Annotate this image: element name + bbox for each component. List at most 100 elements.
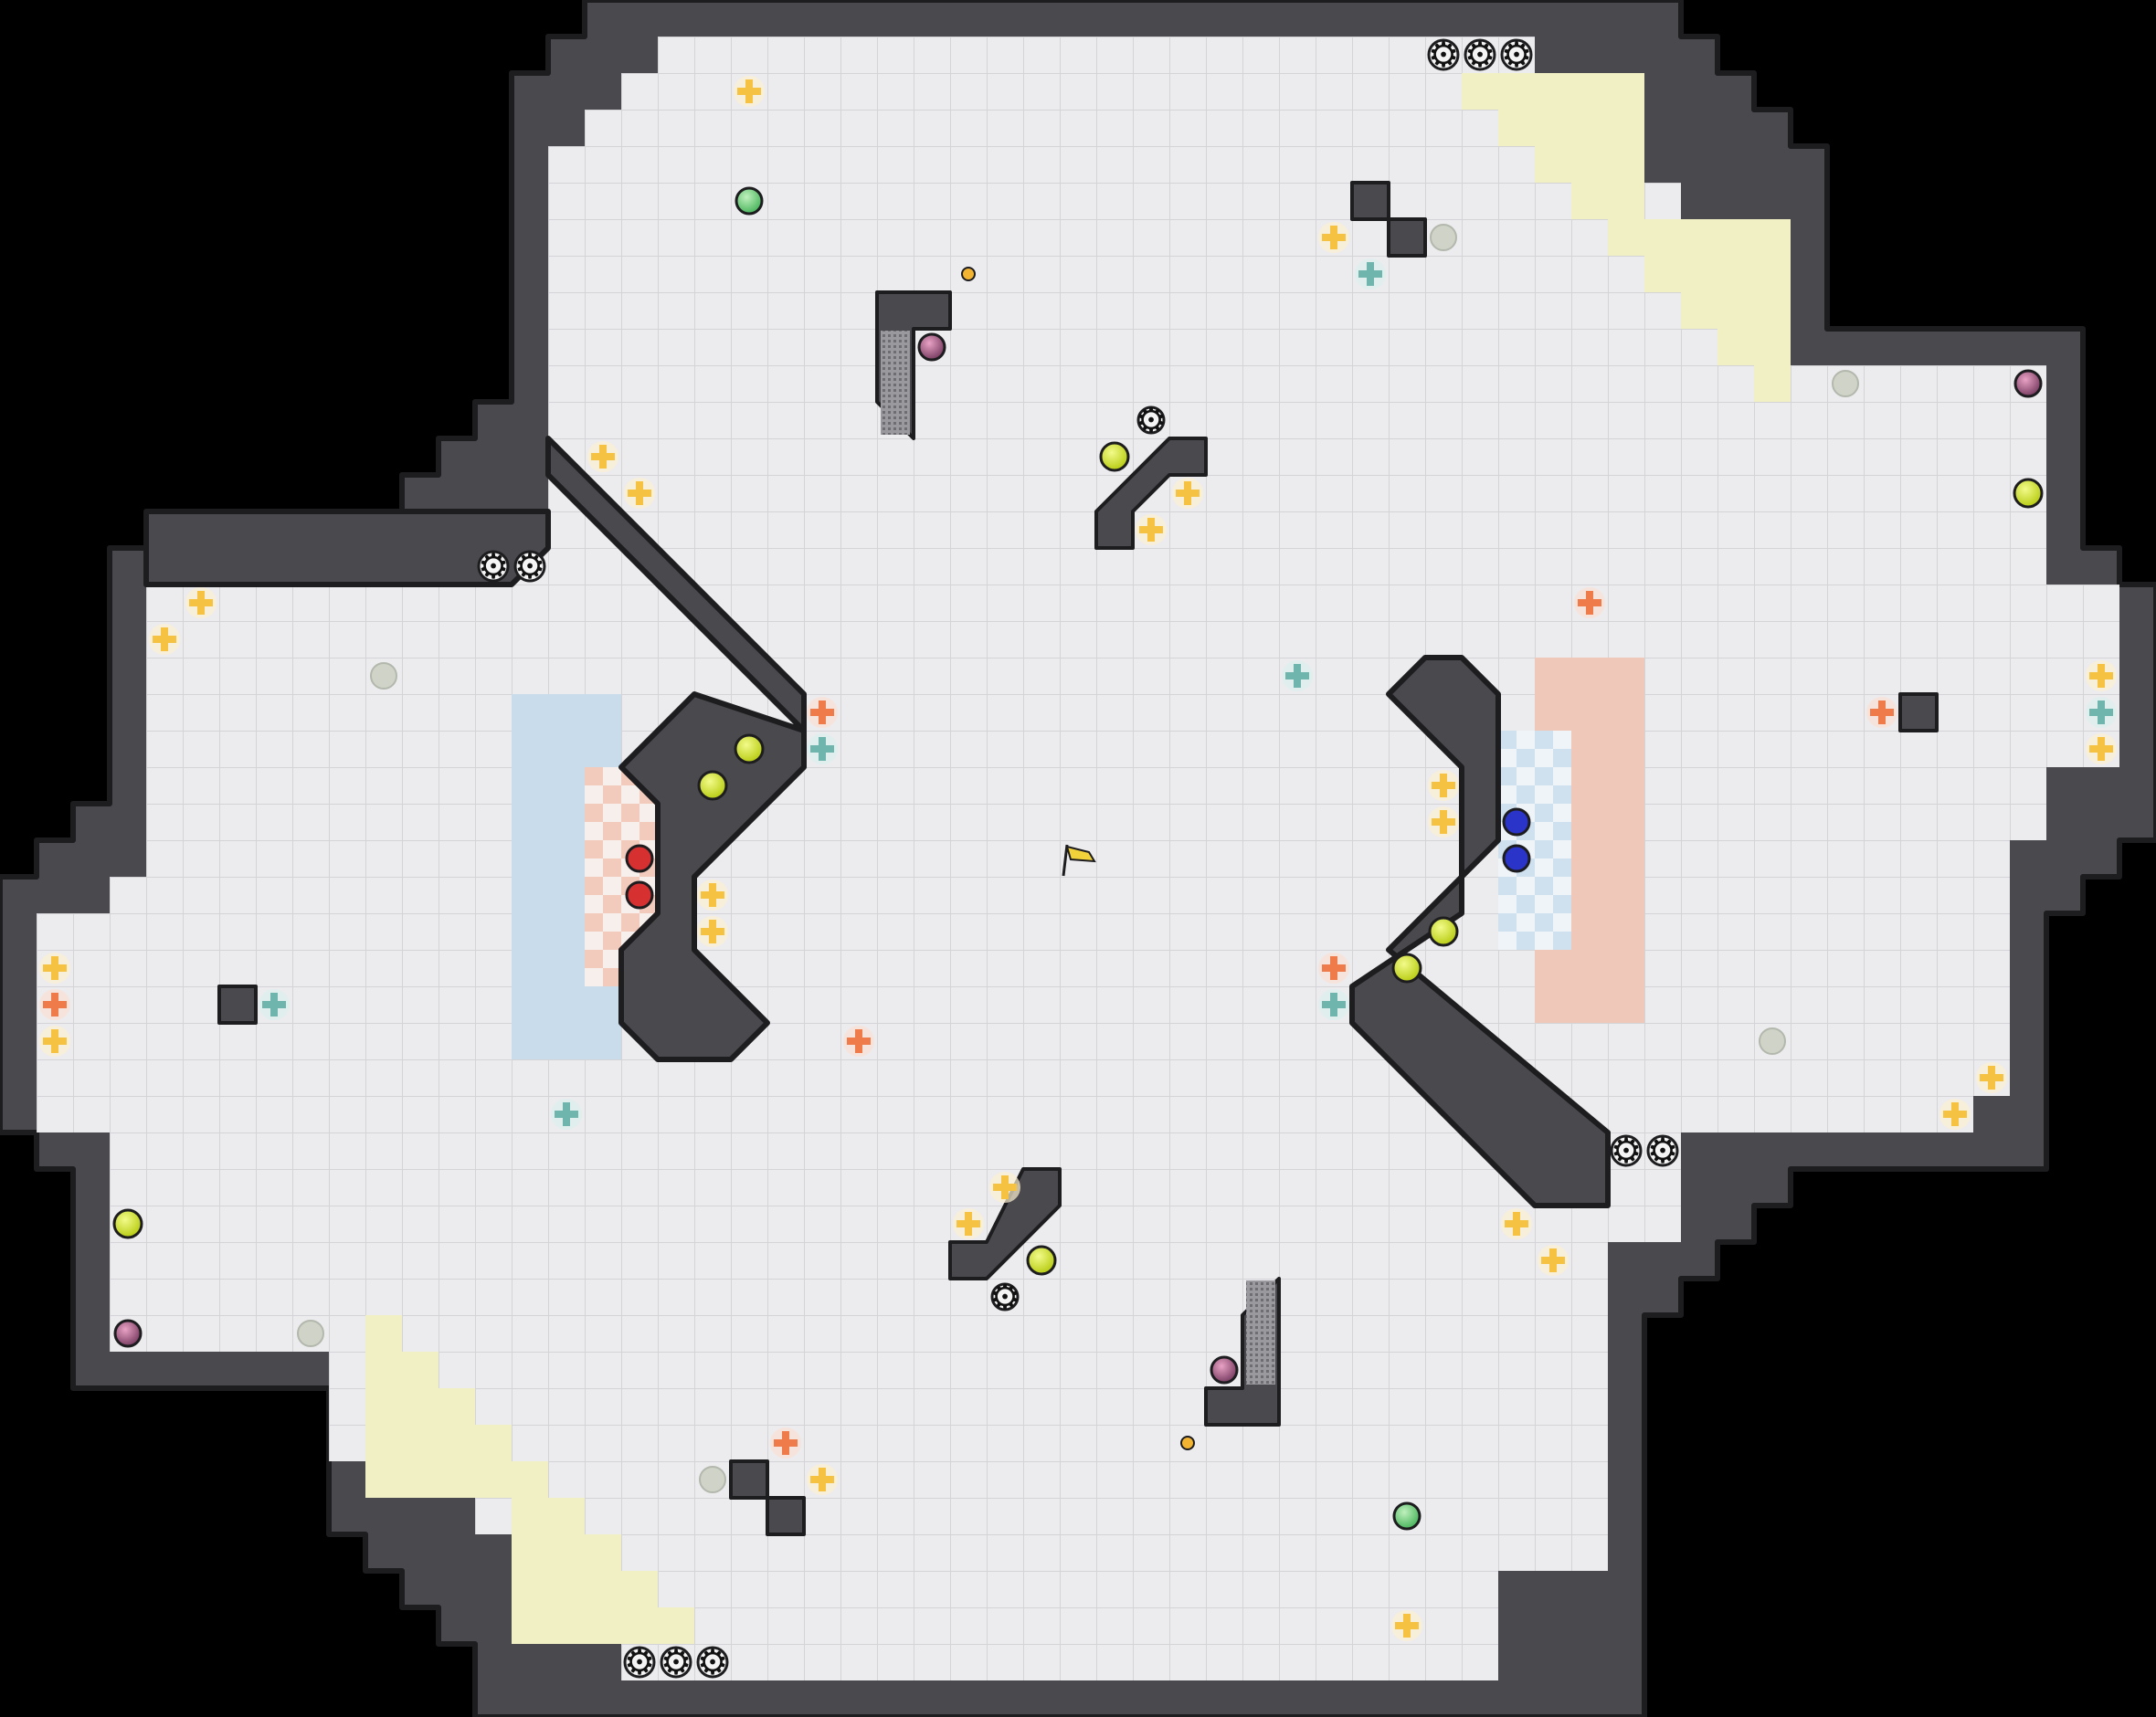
plus-icon xyxy=(2086,660,2117,691)
team-token-icon xyxy=(625,880,654,910)
gear-icon: ⚙ xyxy=(1500,35,1533,75)
plus-icon xyxy=(770,1427,801,1459)
blocks xyxy=(217,181,1939,1536)
gear-icon: ⚙ xyxy=(1646,1131,1679,1171)
plus-icon xyxy=(39,1026,70,1057)
coin-icon xyxy=(961,267,976,281)
gear-icon: ⚙ xyxy=(1427,35,1460,75)
orb-icon xyxy=(1832,370,1859,397)
svg-text:⚙: ⚙ xyxy=(478,546,509,586)
svg-text:⚙: ⚙ xyxy=(1428,35,1459,75)
orb-icon xyxy=(1026,1245,1057,1276)
plus-icon xyxy=(185,587,217,618)
orb-icon xyxy=(697,770,728,801)
gear-icon: ⚙ xyxy=(477,546,510,586)
orb-icon xyxy=(1099,441,1130,472)
plus-icon xyxy=(807,733,838,764)
plus-icon xyxy=(1318,989,1349,1020)
plus-icon xyxy=(1501,1208,1532,1239)
plus-icon xyxy=(697,916,728,947)
plus-icon xyxy=(2086,697,2117,728)
plus-icon xyxy=(807,1464,838,1495)
spawn-gears: ⚙ ⚙ ⚙ ⚙ ⚙ ⚙ ⚙ ⚙ ⚙ ⚙ ⚙ ⚙ xyxy=(477,35,1679,1682)
plus-icon xyxy=(1282,660,1313,691)
orb-icon xyxy=(1392,1501,1421,1531)
orb-icon xyxy=(734,733,765,764)
gear-icon: ⚙ xyxy=(1610,1131,1643,1171)
zones xyxy=(365,73,1791,1644)
svg-text:⚙: ⚙ xyxy=(989,1277,1020,1317)
orb-icon xyxy=(699,1466,726,1493)
sand-zone-top-right xyxy=(1462,73,1791,402)
gear-icon: ⚙ xyxy=(623,1642,656,1682)
blue-checker-zone xyxy=(1498,731,1571,950)
plus-icon xyxy=(807,697,838,728)
gear-icon: ⚙ xyxy=(989,1277,1020,1317)
orb-icon xyxy=(370,662,397,690)
plus-icon xyxy=(39,989,70,1020)
plus-icon xyxy=(624,478,655,509)
flag-icon xyxy=(1062,844,1096,877)
svg-text:⚙: ⚙ xyxy=(514,546,545,586)
plus-icon xyxy=(1976,1062,2007,1093)
plus-icon xyxy=(1391,1610,1422,1641)
team-token-icon xyxy=(1502,844,1531,873)
plus-icon xyxy=(1939,1099,1971,1130)
sand-zone-bottom-left xyxy=(365,1315,694,1644)
svg-text:⚙: ⚙ xyxy=(1136,400,1167,440)
plus-icon xyxy=(587,441,618,472)
plus-icon xyxy=(1574,587,1605,618)
orb-icon xyxy=(2013,478,2044,509)
svg-text:⚙: ⚙ xyxy=(624,1642,655,1682)
team-tokens xyxy=(625,807,1531,910)
plus-icon xyxy=(1318,953,1349,984)
orb-icon xyxy=(917,332,946,362)
grates xyxy=(881,331,1275,1385)
coins xyxy=(961,267,1195,1450)
orb-icon xyxy=(1759,1027,1786,1055)
orb-icon xyxy=(2013,369,2043,398)
svg-text:⚙: ⚙ xyxy=(1647,1131,1678,1171)
plus-icon xyxy=(989,1172,1020,1203)
gear-icon: ⚙ xyxy=(1464,35,1496,75)
orb-icon xyxy=(1428,916,1459,947)
plus-icon xyxy=(551,1099,582,1130)
gear-icon: ⚙ xyxy=(1136,400,1167,440)
plus-icon xyxy=(734,76,765,107)
plus-icon xyxy=(1318,222,1349,253)
plus-icon xyxy=(149,624,180,655)
plus-icon xyxy=(1428,770,1459,801)
plus-icon xyxy=(1866,697,1897,728)
plus-icon xyxy=(39,953,70,984)
team-token-icon xyxy=(625,844,654,873)
orbs xyxy=(112,186,2044,1531)
gear-icon: ⚙ xyxy=(696,1642,729,1682)
plus-icon xyxy=(1428,806,1459,837)
svg-text:⚙: ⚙ xyxy=(1501,35,1532,75)
orb-icon xyxy=(1430,224,1457,251)
plus-icon xyxy=(953,1208,984,1239)
orb-icon xyxy=(113,1319,143,1348)
plus-icon xyxy=(697,880,728,911)
interior-walls xyxy=(143,290,1611,1427)
plus-icon xyxy=(2086,733,2117,764)
plus-icon xyxy=(1172,478,1203,509)
svg-text:⚙: ⚙ xyxy=(661,1642,692,1682)
svg-text:⚙: ⚙ xyxy=(1464,35,1495,75)
orb-icon xyxy=(735,186,764,216)
plus-icon xyxy=(1355,258,1386,290)
orb-icon xyxy=(1210,1355,1239,1385)
svg-text:⚙: ⚙ xyxy=(1611,1131,1642,1171)
gear-icon: ⚙ xyxy=(660,1642,692,1682)
plus-icon xyxy=(843,1026,874,1057)
gear-icon: ⚙ xyxy=(513,546,546,586)
svg-text:⚙: ⚙ xyxy=(697,1642,728,1682)
orb-icon xyxy=(112,1208,143,1239)
plus-icon xyxy=(1538,1245,1569,1276)
orb-icon xyxy=(297,1320,324,1347)
plus-icon xyxy=(1136,514,1167,545)
coin-icon xyxy=(1180,1436,1195,1450)
plus-icon xyxy=(259,989,290,1020)
orb-icon xyxy=(1391,953,1422,984)
